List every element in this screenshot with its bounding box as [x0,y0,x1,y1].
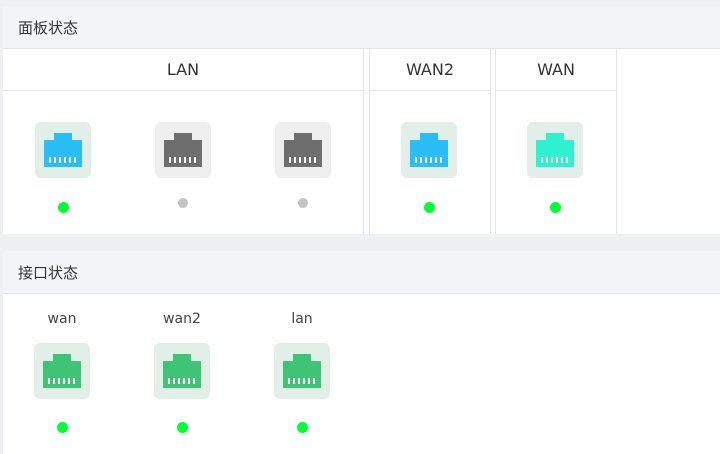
interface-status-dot [176,422,188,433]
port-box [274,343,330,399]
ethernet-port-icon [163,354,201,388]
ethernet-port-icon [44,133,82,167]
port-box [275,122,331,178]
lan-port-1[interactable] [35,122,91,213]
port-status-dot [298,198,308,208]
wan2-port[interactable] [401,122,457,213]
wan-group: WAN [495,49,617,234]
interface-name: lan [291,311,313,327]
port-box [34,343,90,399]
ethernet-port-icon [536,133,574,167]
lan-group-title: LAN [3,49,363,91]
interface-item-lan[interactable]: lan [262,309,342,433]
ethernet-port-icon [410,133,448,167]
port-status-dot [57,202,69,213]
panel-status-section: 面板状态 LAN [3,6,720,234]
ethernet-port-icon [284,133,322,167]
wan-group-title: WAN [496,49,616,91]
port-box [154,343,210,399]
port-box [155,122,211,178]
panel-status-title: 面板状态 [18,18,79,37]
port-status-dot [178,198,188,208]
interface-name: wan2 [163,311,201,327]
interface-status-header: 接口状态 [3,251,720,294]
port-box [401,122,457,178]
lan-group: LAN [3,49,364,234]
wan-port[interactable] [527,122,583,213]
wan2-group-title: WAN2 [370,49,490,91]
interface-status-title: 接口状态 [18,263,79,282]
ethernet-port-icon [43,354,81,388]
interface-item-wan2[interactable]: wan2 [142,309,222,433]
port-status-dot [549,202,561,213]
panel-status-header: 面板状态 [3,6,720,49]
port-box [527,122,583,178]
lan-port-2[interactable] [155,122,211,208]
interface-item-wan[interactable]: wan [22,309,102,433]
lan-port-3[interactable] [275,122,331,208]
port-status-dot [423,202,435,213]
port-box [35,122,91,178]
ethernet-port-icon [164,133,202,167]
interface-status-dot [56,422,68,433]
interface-status-section: 接口状态 wan wan2 lan [3,251,720,454]
wan2-group: WAN2 [369,49,491,234]
interface-status-dot [296,422,308,433]
ethernet-port-icon [283,354,321,388]
interface-name: wan [47,311,77,327]
